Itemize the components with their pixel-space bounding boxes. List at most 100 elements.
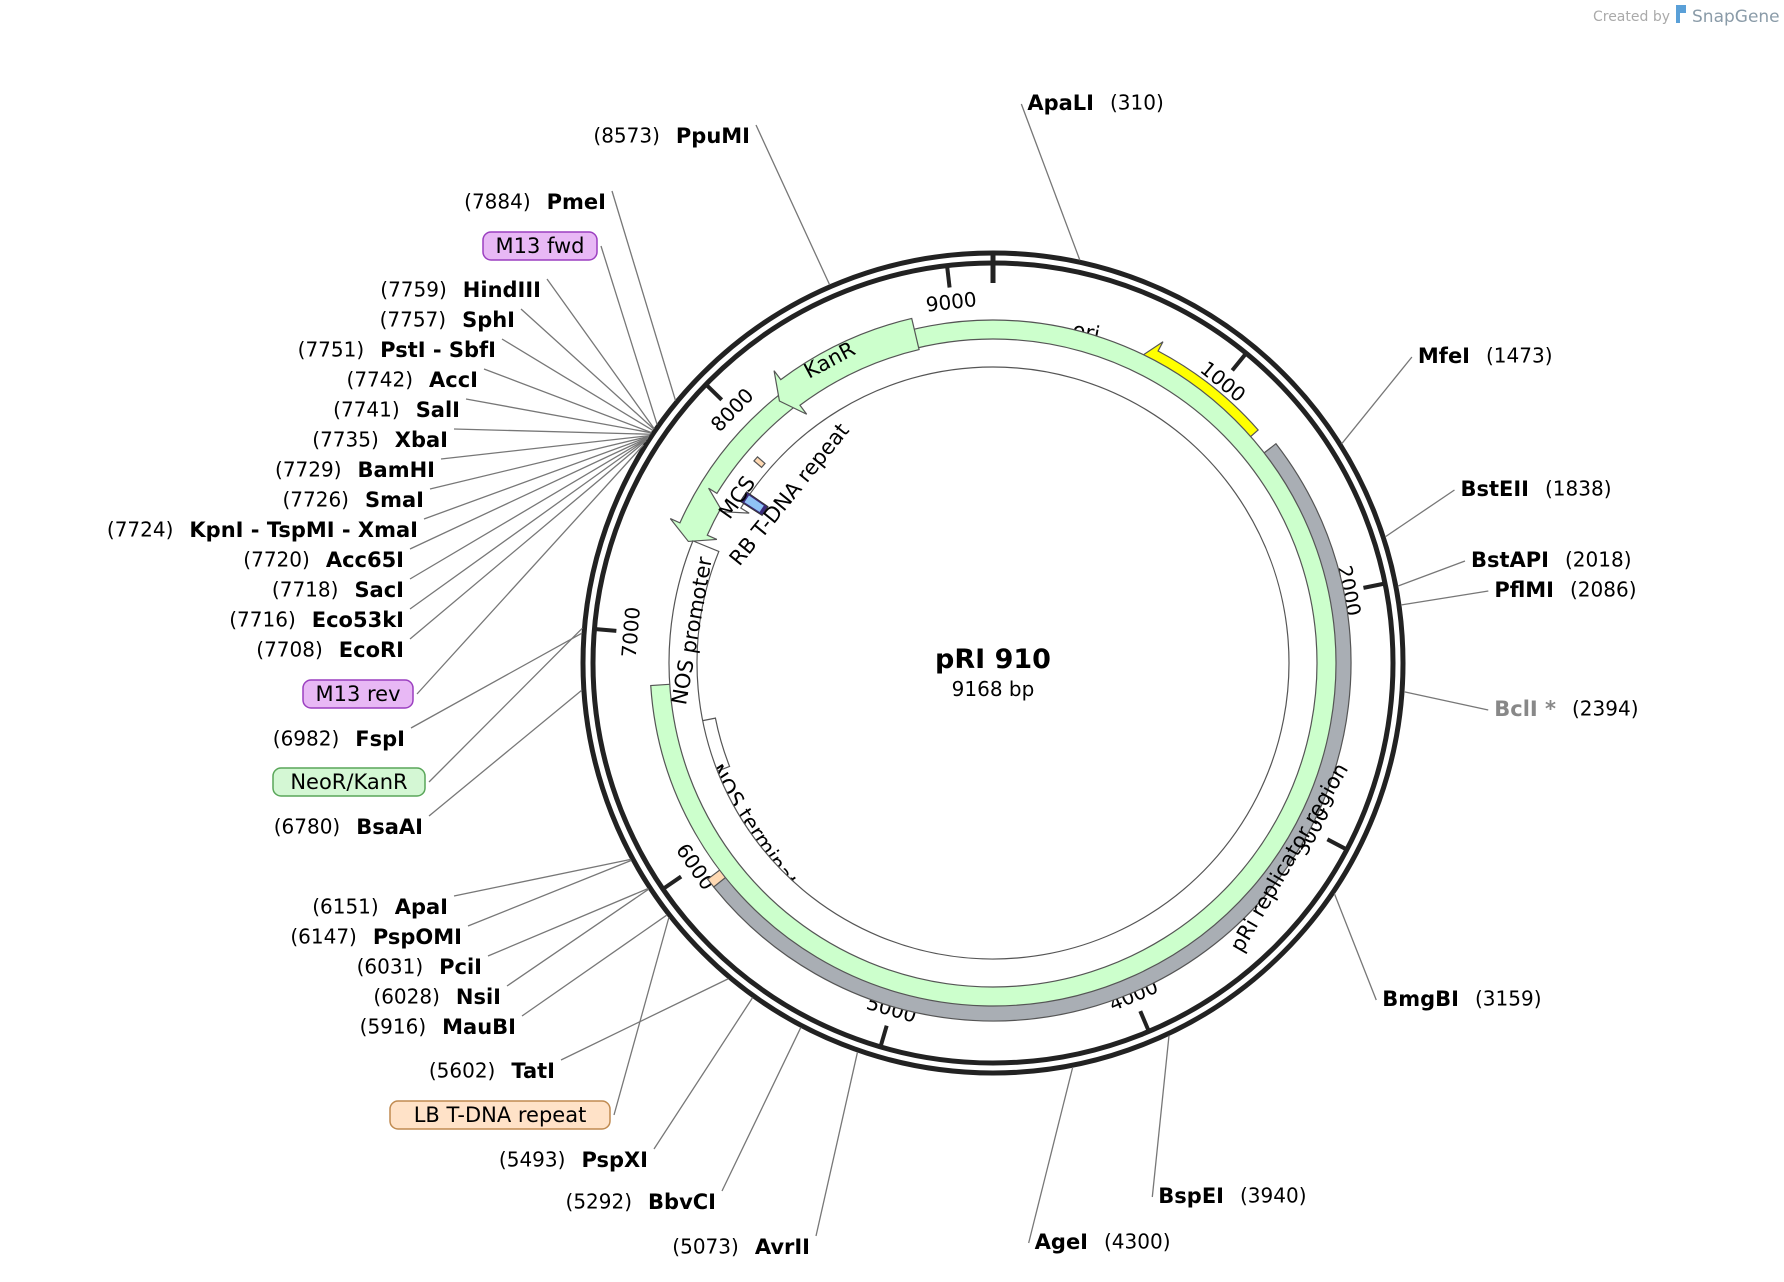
- site-name: PflMI: [1494, 578, 1554, 602]
- leader-saci: [409, 437, 649, 580]
- site-eco53ki: Eco53kI(7716): [229, 608, 404, 633]
- site-name: PpuMI: [676, 124, 750, 148]
- site-name: PstI - SbfI: [380, 338, 496, 362]
- site-pspxi: PspXI(5493): [499, 1148, 648, 1173]
- feature-box-label: M13 rev: [315, 682, 400, 706]
- site-bbvci: BbvCI(5292): [566, 1190, 716, 1215]
- site-psti-sbfi: PstI - SbfI(7751): [298, 338, 496, 363]
- site-ecori: EcoRI (7708): [256, 638, 404, 663]
- site-position: (5602): [429, 1059, 496, 1083]
- leader-pmei: [611, 190, 677, 401]
- site-apali: ApaLI(310): [1027, 91, 1163, 116]
- site-position: (7708): [256, 638, 323, 662]
- site-name: BstEII: [1460, 477, 1529, 501]
- site-bspei: BspEI(3940): [1158, 1184, 1306, 1209]
- site-kpni-tspmi-xmai: KpnI - TspMI - XmaI(7724): [107, 518, 418, 543]
- site-name: BclI *: [1494, 697, 1556, 721]
- leader-fspi: [410, 632, 583, 729]
- site-name: BamHI: [358, 458, 435, 482]
- leader-tati: [560, 978, 729, 1061]
- site-name: MauBI: [442, 1015, 516, 1039]
- feature-box-m13-fwd: M13 fwd: [482, 231, 598, 261]
- tick-3000: [1326, 837, 1348, 852]
- feature-box-lb-tdna-box: LB T-DNA repeat: [389, 1100, 611, 1130]
- leader-agei: [1028, 1067, 1074, 1244]
- site-name: SacI: [354, 578, 404, 602]
- leader-acci: [483, 368, 652, 434]
- feature-box-neor-kanr-box: NeoR/KanR: [272, 767, 426, 797]
- site-name: PciI: [439, 955, 482, 979]
- site-position: (7716): [229, 608, 296, 632]
- feature-shape-nos-promoter: [668, 338, 1318, 988]
- plasmid-size: 9168 bp: [952, 677, 1035, 701]
- site-acci: AccI(7742): [347, 368, 478, 393]
- backbone: [580, 250, 1406, 1076]
- site-name: BmgBI: [1382, 987, 1459, 1011]
- site-position: (7741): [333, 398, 400, 422]
- leader-bstapi: [1397, 560, 1466, 587]
- tick-6000: [661, 874, 683, 891]
- site-apai: ApaI(6151): [312, 895, 448, 920]
- leader-psti-sbfi: [501, 338, 654, 432]
- feature-box-bg: [302, 679, 414, 709]
- site-position: (7742): [347, 368, 414, 392]
- site-name: FspI: [355, 727, 405, 751]
- site-position: (5292): [566, 1190, 633, 1214]
- tick-4000: [1138, 1010, 1151, 1033]
- leader-acc65i: [409, 437, 649, 550]
- leader-mfei: [1341, 356, 1413, 445]
- feature-box-label: LB T-DNA repeat: [414, 1103, 587, 1127]
- leader-hindiii: [546, 278, 655, 429]
- site-position: (2394): [1572, 697, 1639, 721]
- site-sphi: SphI(7757): [380, 308, 515, 333]
- site-name: ApaLI: [1027, 91, 1094, 115]
- leader-pspomi: [467, 859, 632, 927]
- site-ppumi: PpuMI (8573): [593, 124, 750, 149]
- leader-kpni-tspmi-xmai: [423, 436, 649, 520]
- site-position: (3940): [1240, 1184, 1307, 1208]
- site-agei: AgeI(4300): [1035, 1230, 1171, 1255]
- site-pflmi: PflMI(2086): [1494, 578, 1636, 603]
- site-position: (2018): [1565, 548, 1632, 572]
- site-bsaai: BsaAI(6780): [274, 815, 423, 840]
- site-name: TatI: [511, 1059, 555, 1083]
- leader-apai: [453, 858, 631, 897]
- site-name: HindIII: [463, 278, 541, 302]
- site-name: Acc65I: [326, 548, 404, 572]
- tick-5000: [878, 1025, 889, 1048]
- site-acc65i: Acc65I (7720): [243, 548, 404, 573]
- site-position: (7720): [243, 548, 310, 572]
- leader-bcli: [1403, 691, 1489, 711]
- credit-brand: SnapGene: [1692, 7, 1780, 27]
- leader-bbvci: [721, 1027, 802, 1192]
- site-position: (6031): [357, 955, 424, 979]
- leader-pspxi: [653, 997, 754, 1150]
- tick-8000: [704, 383, 724, 402]
- site-position: (6028): [373, 985, 440, 1009]
- leader-pflmi: [1400, 590, 1489, 606]
- site-position: (1838): [1545, 477, 1612, 501]
- feature-shape-rb-tdna: [753, 456, 766, 469]
- site-position: (3159): [1475, 987, 1542, 1011]
- site-name: EcoRI: [339, 638, 404, 662]
- tick-label-7000: 7000: [617, 606, 645, 659]
- site-position: (7726): [282, 488, 349, 512]
- site-name: MfeI: [1418, 344, 1470, 368]
- site-tati: TatI (5602): [429, 1059, 555, 1084]
- site-position: (5916): [360, 1015, 427, 1039]
- site-fspi: FspI(6982): [273, 727, 405, 752]
- site-bstapi: BstAPI(2018): [1471, 548, 1632, 573]
- restriction-sites: ApaLI(310) MfeI(1473) BstEII (1838) BstAPI(2…: [107, 91, 1639, 1260]
- tick-label-9000: 9000: [925, 287, 978, 317]
- site-position: (4300): [1104, 1230, 1171, 1254]
- site-name: SalI: [416, 398, 460, 422]
- feature-shape-kanr: [773, 317, 920, 415]
- site-xbai: XbaI(7735): [312, 428, 448, 453]
- snapgene-logo-icon: [1676, 5, 1686, 23]
- site-position: (6151): [312, 895, 379, 919]
- site-position: (8573): [593, 124, 660, 148]
- leader-bamhi: [440, 434, 650, 460]
- site-mfei: MfeI(1473): [1418, 344, 1553, 369]
- leader-maubi: [521, 914, 668, 1017]
